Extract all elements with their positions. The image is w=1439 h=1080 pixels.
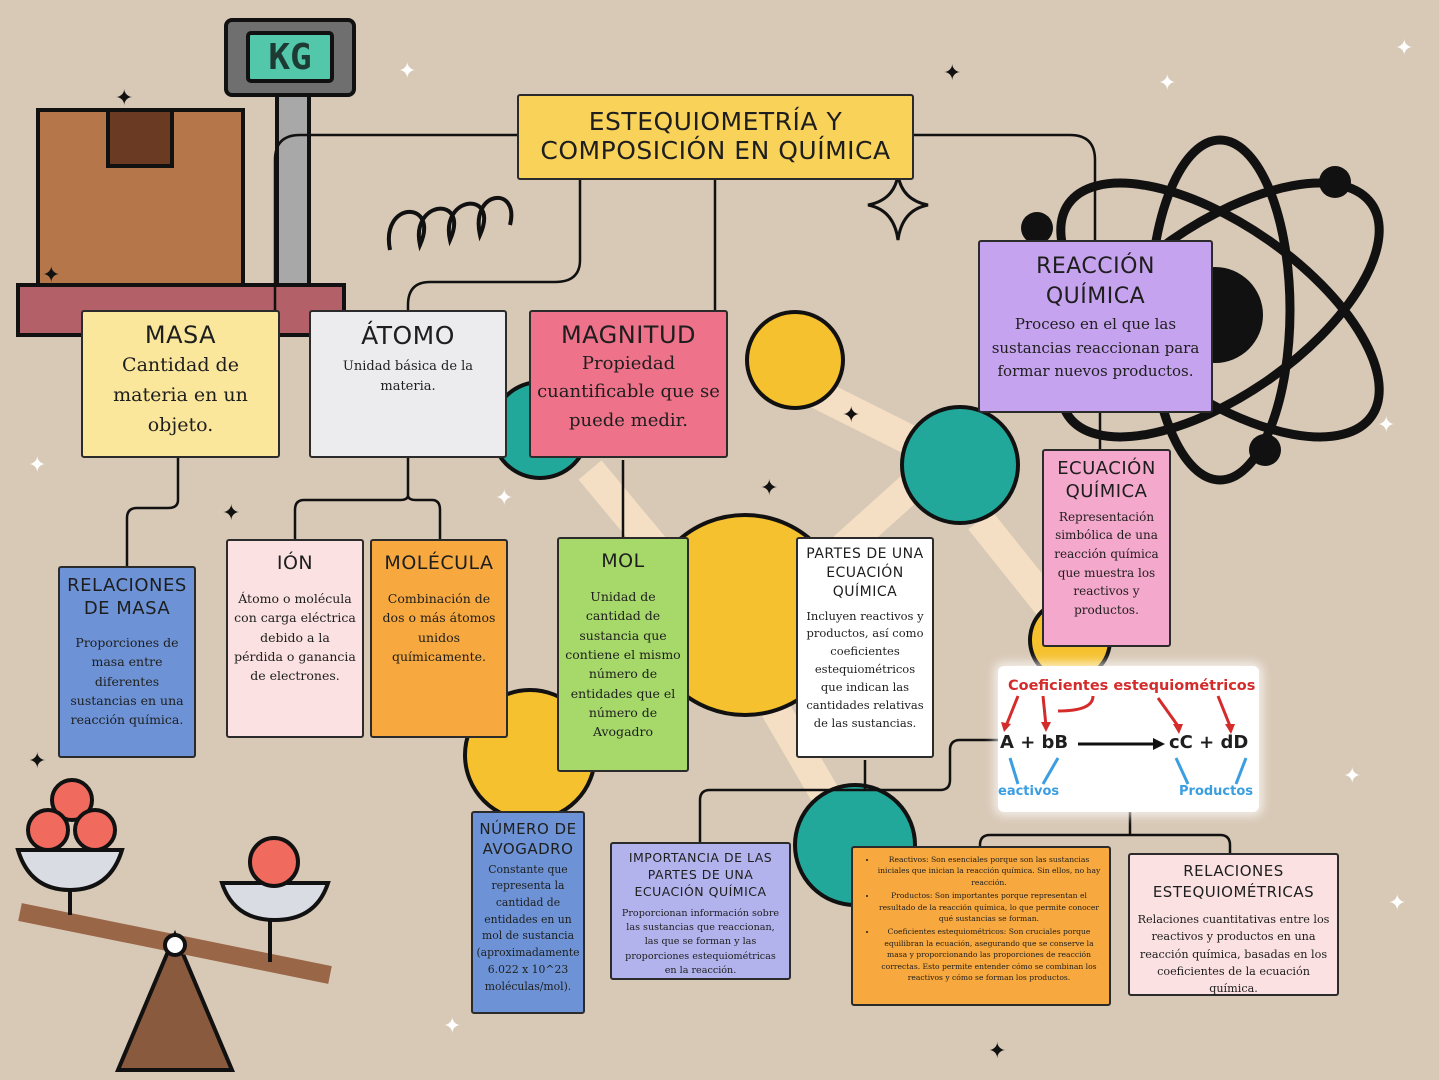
svg-text:✦: ✦: [1377, 413, 1395, 438]
squiggle-decoration: [386, 196, 514, 252]
node-relaciones-de-masa-desc: Proporciones de masa entre diferentes su…: [70, 634, 184, 728]
svg-text:✦: ✦: [495, 486, 513, 511]
node-molecula: MOLÉCULA Combinación de dos o más átomos…: [370, 539, 508, 738]
node-atomo-title: ÁTOMO: [361, 321, 455, 350]
node-partes-ecuacion: PARTES DE UNA ECUACIÓN QUÍMICA Incluyen …: [796, 537, 934, 758]
main-title-box: ESTEQUIOMETRÍA Y COMPOSICIÓN EN QUÍMICA: [517, 94, 914, 180]
node-ion-title: IÓN: [276, 552, 314, 574]
coeficientes-eq-right: cC + dD: [1169, 732, 1249, 753]
node-mol: MOL Unidad de cantidad de sustancia que …: [557, 537, 689, 772]
node-atomo-desc: Unidad básica de la materia.: [342, 358, 474, 394]
svg-text:✦: ✦: [28, 749, 46, 774]
node-ion: IÓN Átomo o molécula con carga eléctrica…: [226, 539, 364, 738]
svg-text:✦: ✦: [1395, 36, 1413, 61]
scale-display-label: KG: [268, 36, 312, 78]
node-molecula-desc: Combinación de dos o más átomos unidos q…: [382, 590, 496, 664]
svg-text:✦: ✦: [222, 501, 240, 526]
detalle-coeficientes: Coeficientes estequiométricos: Son cruci…: [877, 926, 1101, 983]
coeficientes-heading: Coeficientes estequiométricos: [1008, 678, 1256, 694]
node-numero-avogadro-desc: Constante que representa la cantidad de …: [476, 862, 580, 993]
node-relaciones-de-masa: RELACIONES DE MASA Proporciones de masa …: [58, 566, 196, 758]
coeficientes-eq-left: A + bB: [1000, 732, 1069, 753]
svg-text:✦: ✦: [398, 59, 416, 84]
node-importancia: IMPORTANCIA DE LAS PARTES DE UNA ECUACIÓ…: [610, 842, 791, 980]
node-reaccion-quimica: REACCIÓN QUÍMICA Proceso en el que las s…: [978, 240, 1213, 413]
detalle-reactivos: Reactivos: Son esenciales porque son las…: [877, 854, 1101, 888]
node-ion-desc: Átomo o molécula con carga eléctrica deb…: [234, 590, 356, 684]
svg-text:✦: ✦: [28, 453, 46, 478]
node-reaccion-quimica-desc: Proceso en el que las sustancias reaccio…: [991, 315, 1200, 380]
node-atomo: ÁTOMO Unidad básica de la materia.: [309, 310, 507, 458]
node-magnitud-title: MAGNITUD: [560, 321, 697, 349]
svg-text:✦: ✦: [1388, 891, 1406, 916]
node-masa-title: MASA: [144, 321, 217, 349]
node-importancia-title: IMPORTANCIA DE LAS PARTES DE UNA ECUACIÓ…: [628, 850, 773, 899]
main-title: ESTEQUIOMETRÍA Y COMPOSICIÓN EN QUÍMICA: [540, 107, 891, 165]
connector-lines: [125, 133, 1232, 920]
detalles-list: Reactivos: Son esenciales porque son las…: [861, 854, 1101, 985]
node-ecuacion-quimica-title: ECUACIÓN QUÍMICA: [1057, 458, 1156, 503]
star-decorations: ✦ ✦ ✦ ✦ ✦ ✦ ✦ ✦ ✦ ✦ ✦ ✦ ✦ ✦ ✦ ✦ ✦: [28, 36, 1413, 1064]
svg-text:✦: ✦: [115, 86, 133, 111]
node-magnitud: MAGNITUD Propiedad cuantificable que se …: [529, 310, 728, 458]
node-masa: MASA Cantidad de materia en un objeto.: [81, 310, 280, 458]
sparkle-decoration: [867, 174, 929, 241]
node-mol-desc: Unidad de cantidad de sustancia que cont…: [565, 588, 681, 740]
node-relaciones-de-masa-title: RELACIONES DE MASA: [67, 575, 187, 620]
node-importancia-desc: Proporcionan información sobre las susta…: [621, 907, 780, 977]
svg-text:✦: ✦: [842, 403, 860, 428]
node-mol-title: MOL: [601, 550, 645, 572]
svg-text:✦: ✦: [443, 1014, 461, 1039]
node-ecuacion-quimica: ECUACIÓN QUÍMICA Representación simbólic…: [1042, 449, 1171, 647]
node-molecula-title: MOLÉCULA: [384, 552, 494, 574]
coeficientes-arrows: [1001, 695, 1248, 785]
svg-text:✦: ✦: [1343, 764, 1361, 789]
node-partes-ecuacion-desc: Incluyen reactivos y productos, así como…: [806, 608, 924, 730]
detalle-productos: Productos: Son importantes porque repres…: [877, 890, 1101, 924]
node-masa-desc: Cantidad de materia en un objeto.: [113, 353, 248, 437]
node-numero-avogadro-title: NÚMERO DE AVOGADRO: [479, 820, 577, 859]
balance-illustration: [15, 778, 332, 1072]
svg-text:✦: ✦: [760, 476, 778, 501]
coeficientes-label-productos: Productos: [1179, 784, 1254, 799]
node-detalles-partes: Reactivos: Son esenciales porque son las…: [851, 846, 1111, 1006]
node-reaccion-quimica-title: REACCIÓN QUÍMICA: [1036, 254, 1155, 309]
node-magnitud-desc: Propiedad cuantificable que se puede med…: [537, 352, 720, 432]
node-relaciones-estequiometricas-title: RELACIONES ESTEQUIOMÉTRICAS: [1152, 862, 1315, 901]
node-relaciones-estequiometricas: RELACIONES ESTEQUIOMÉTRICAS Relaciones c…: [1128, 853, 1339, 996]
node-numero-avogadro: NÚMERO DE AVOGADRO Constante que represe…: [471, 811, 585, 1014]
node-relaciones-estequiometricas-desc: Relaciones cuantitativas entre los react…: [1137, 913, 1330, 996]
svg-text:✦: ✦: [943, 61, 961, 86]
svg-text:✦: ✦: [1158, 71, 1176, 96]
svg-text:✦: ✦: [988, 1039, 1006, 1064]
coeficientes-label-reactivos: eactivos: [998, 784, 1060, 799]
node-partes-ecuacion-title: PARTES DE UNA ECUACIÓN QUÍMICA: [806, 546, 924, 600]
node-ecuacion-quimica-desc: Representación simbólica de una reacción…: [1054, 509, 1159, 617]
svg-text:✦: ✦: [42, 263, 60, 288]
coeficientes-image: Coeficientes estequiométricos A + bB cC …: [998, 666, 1259, 812]
